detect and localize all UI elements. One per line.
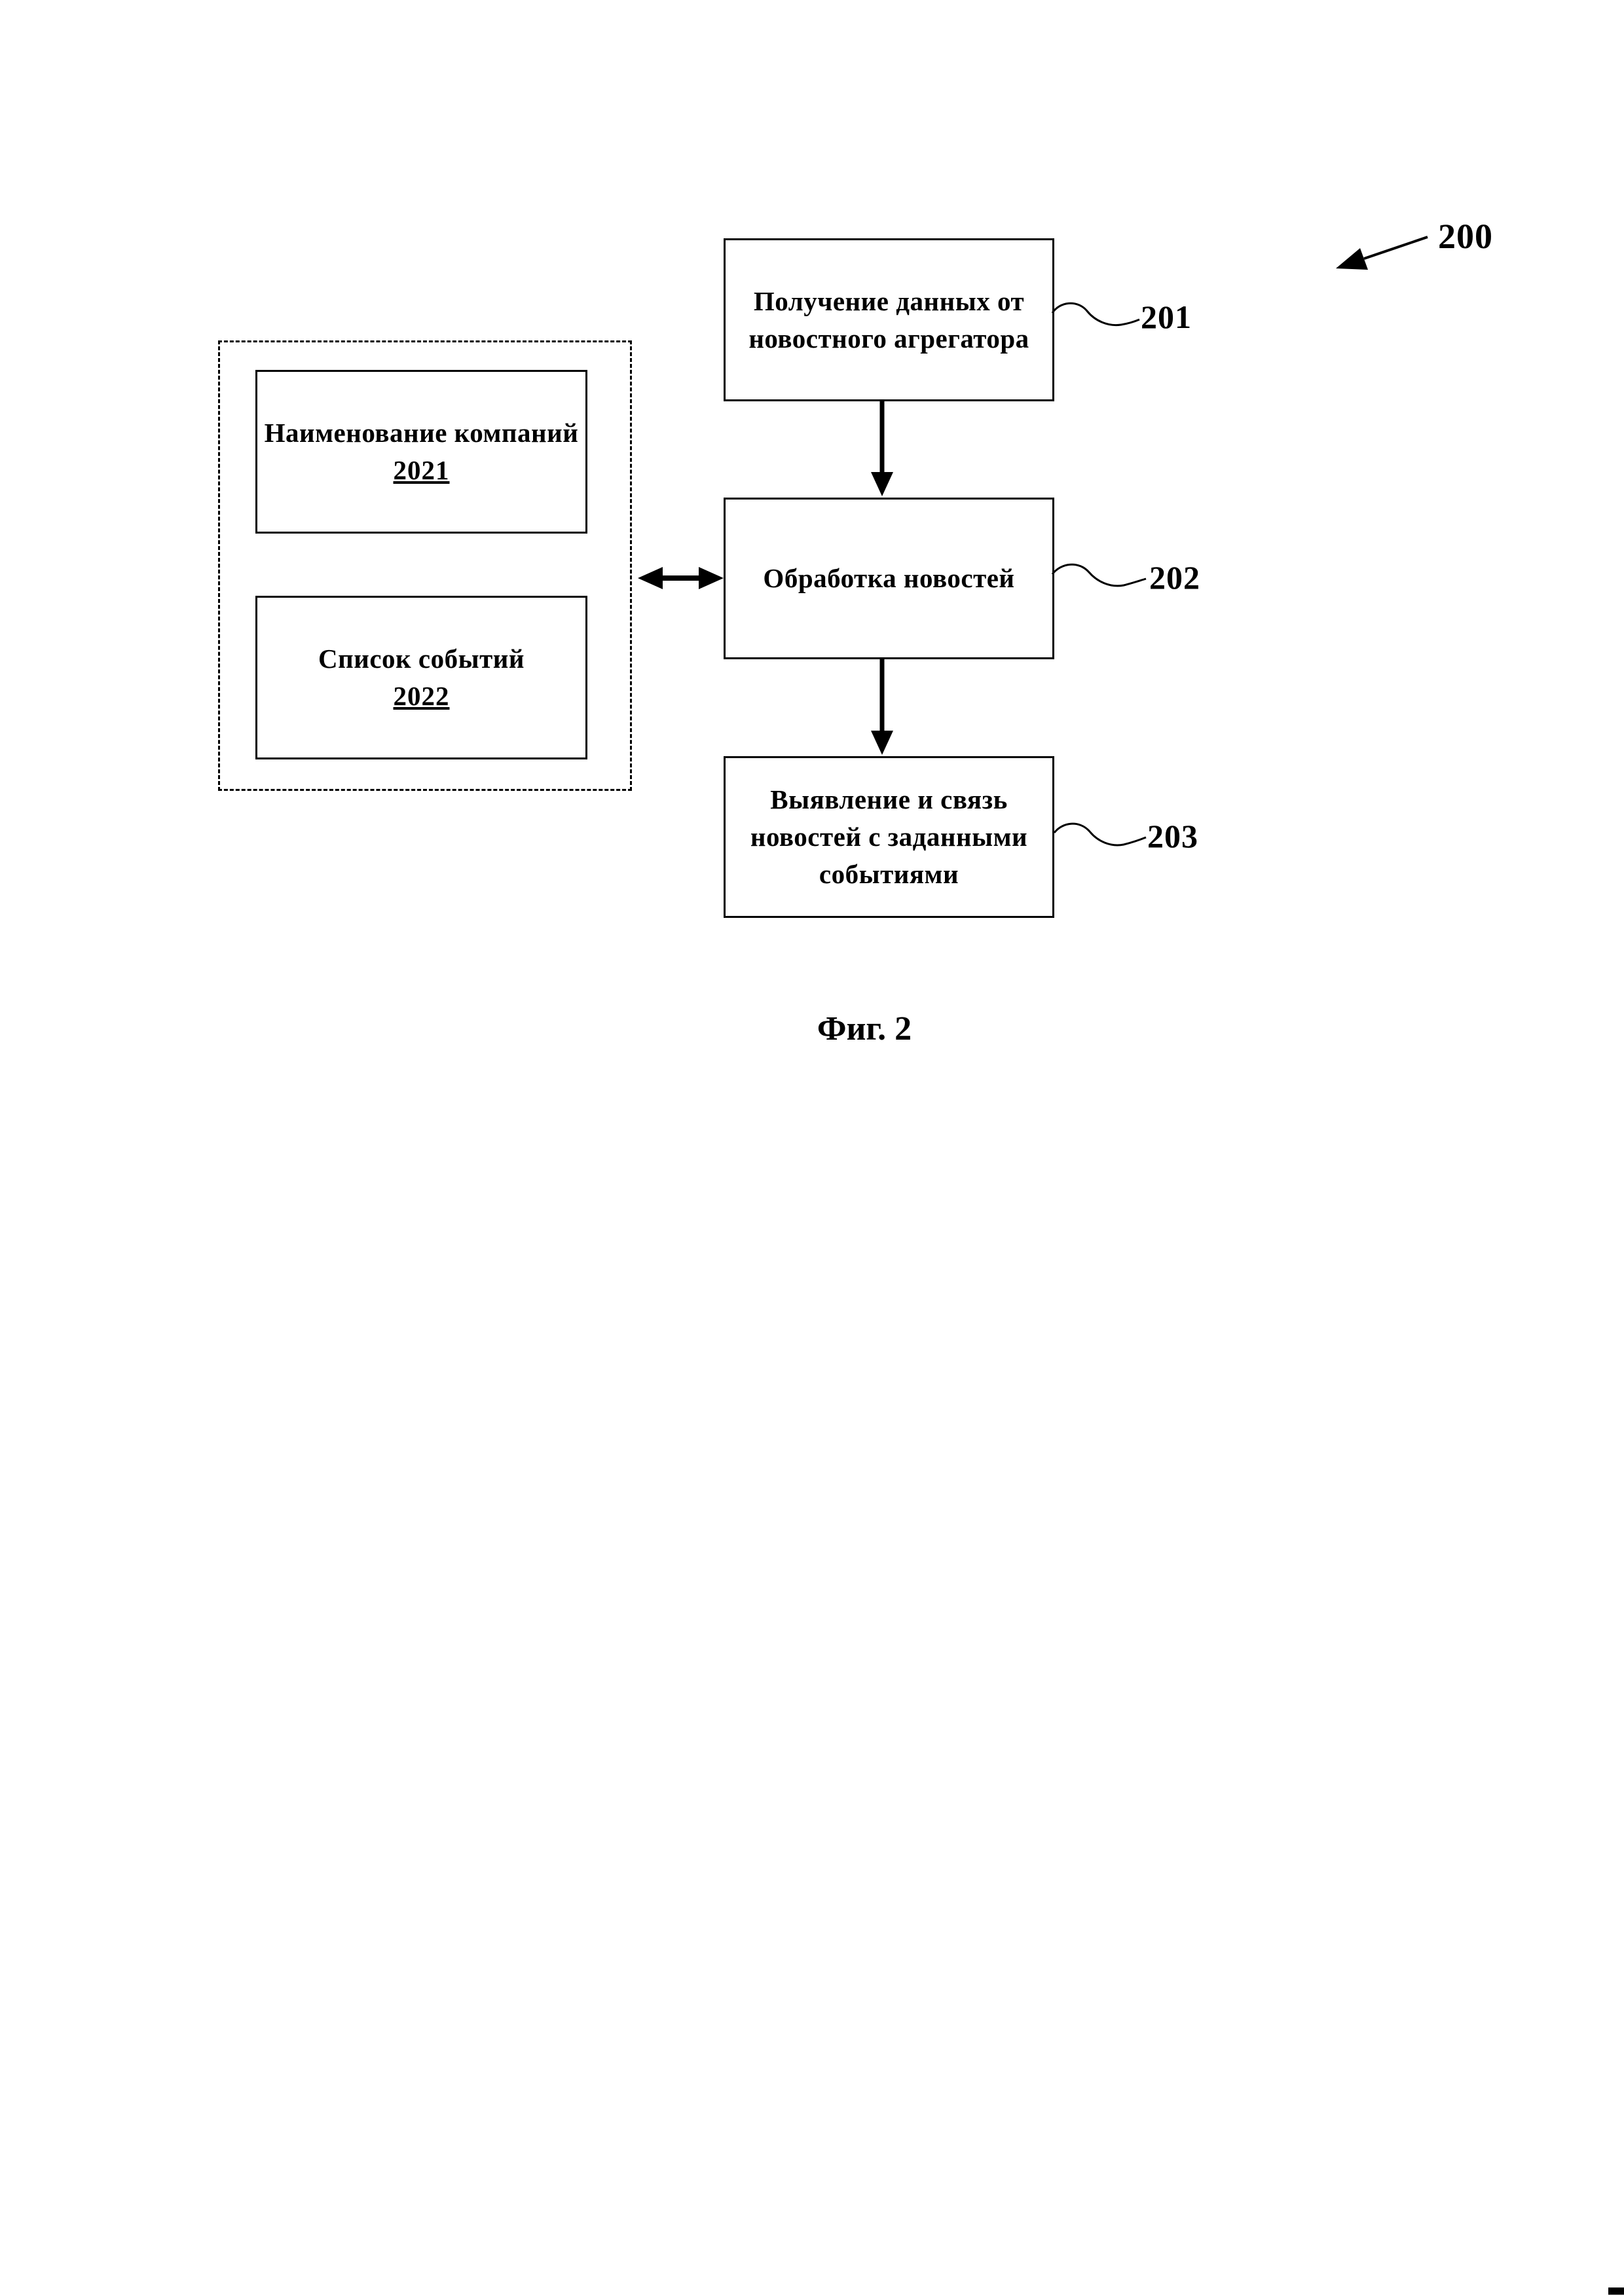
ref-label-203: 203 — [1147, 818, 1198, 854]
data-box-2022: Список событий 2022 — [255, 596, 587, 759]
figure-caption: Фиг. 2 — [817, 1010, 912, 1048]
arrow-201-to-202-icon — [871, 401, 893, 496]
data-box-2022-label: Список событий — [318, 644, 525, 674]
flow-box-202-label: Обработка новостей — [763, 563, 1015, 593]
page-corner-artifact — [1608, 2287, 1624, 2295]
data-box-2022-number: 2022 — [393, 681, 450, 711]
flow-box-203: Выявление и связь новостей с заданными с… — [724, 756, 1054, 918]
leader-squiggle-201 — [1051, 302, 1140, 327]
figure-ref-arrow-icon — [1336, 236, 1428, 270]
ref-label-202: 202 — [1149, 559, 1200, 596]
flow-box-201-label: Получение данных от новостного агрегатор… — [748, 285, 1029, 354]
data-box-2021-number: 2021 — [393, 455, 450, 485]
flow-box-202: Обработка новостей — [724, 498, 1054, 659]
figure-ref-label-200: 200 — [1438, 217, 1493, 256]
flow-box-201: Получение данных от новостного агрегатор… — [724, 238, 1054, 401]
flow-box-203-label: Выявление и связь новостей с заданными с… — [750, 784, 1028, 889]
leader-squiggle-202 — [1051, 563, 1147, 587]
data-box-2021: Наименование компаний 2021 — [255, 370, 587, 534]
data-box-2021-label: Наименование компаний — [264, 418, 579, 448]
bidirectional-arrow-icon — [638, 567, 724, 589]
arrow-202-to-203-icon — [871, 659, 893, 755]
ref-label-201: 201 — [1141, 299, 1192, 335]
leader-squiggle-203 — [1053, 822, 1147, 847]
data-panel — [218, 340, 632, 791]
